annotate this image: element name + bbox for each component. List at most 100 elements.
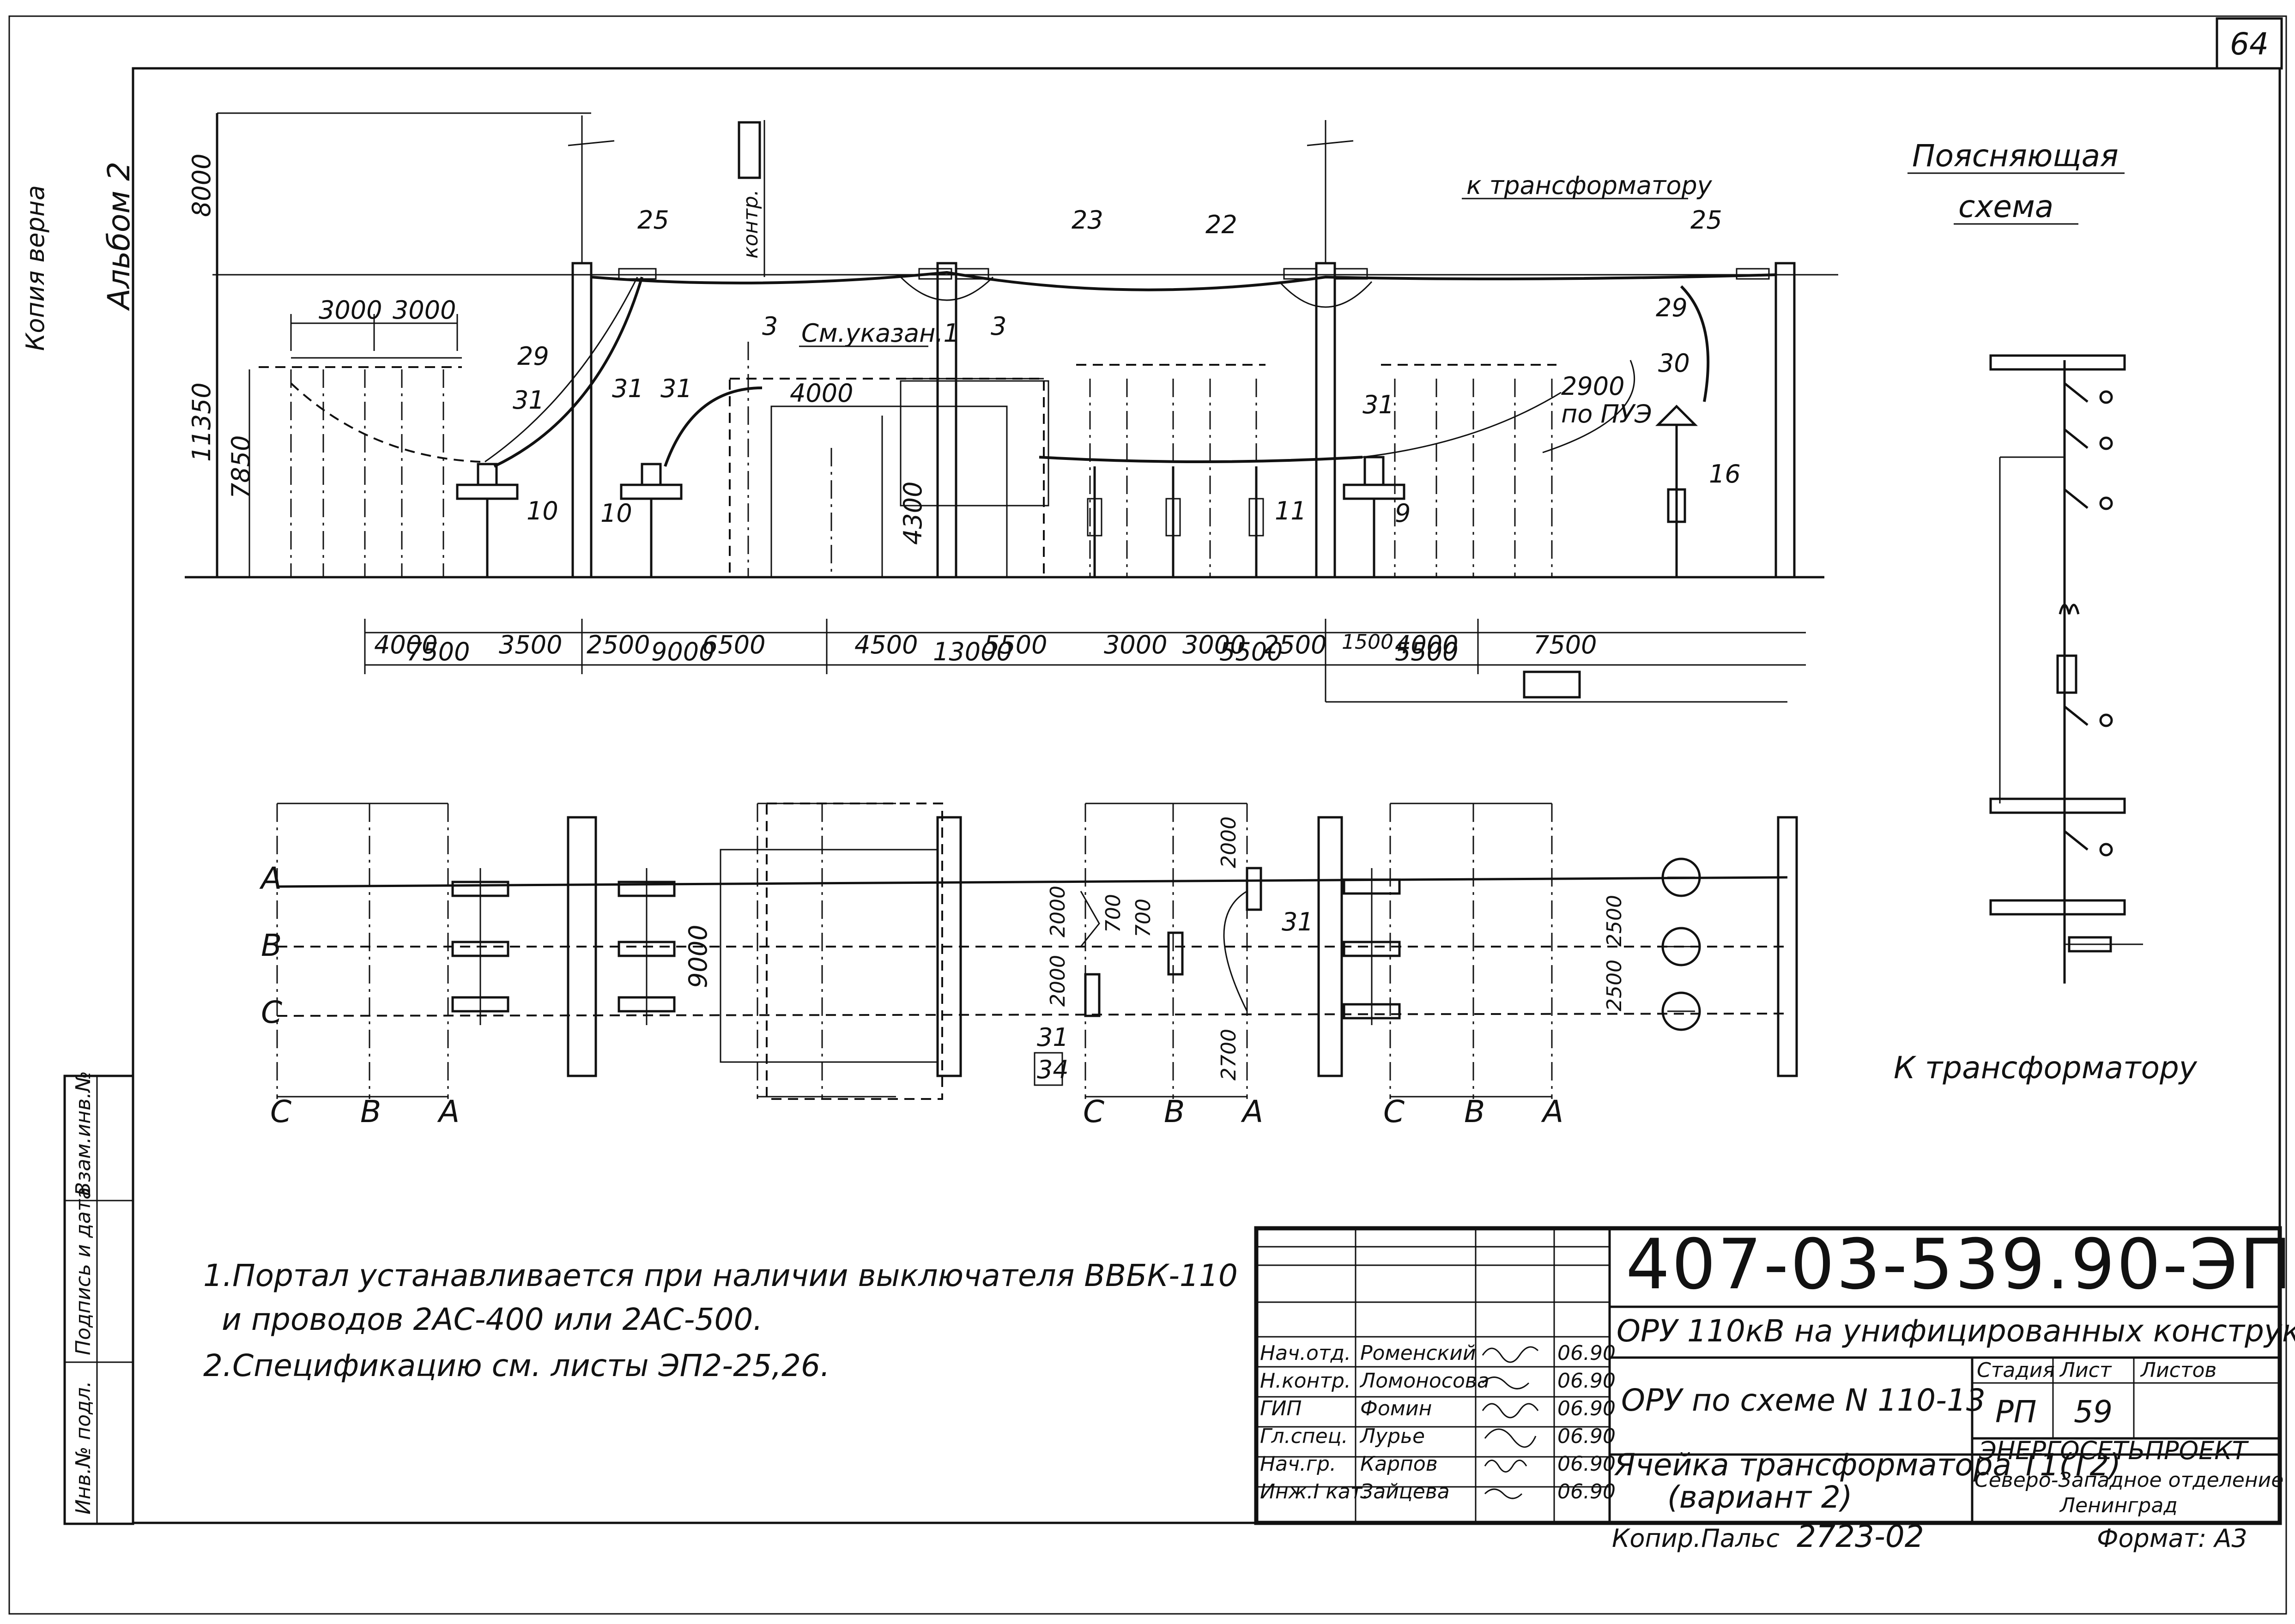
plan-center-apparatus (1080, 867, 1262, 1017)
phase-b-label: B (261, 928, 282, 963)
plan-dim-2500-b: 2500 (1603, 960, 1626, 1011)
dim-3000-a: 3000 (319, 296, 382, 325)
paper-format: Формат: А3 (2097, 1524, 2247, 1553)
plan-portal-3 (1317, 816, 1343, 1077)
to-transformer-note: к трансформатору (1466, 171, 1713, 200)
signature-4 (1484, 1428, 1537, 1448)
scheme-bus-top (1989, 354, 2126, 371)
signature-3 (1482, 1403, 1539, 1419)
general-notes: 1.Портал устанавливается при наличии вык… (203, 1258, 1238, 1383)
phase-c-line (277, 1013, 1788, 1017)
surge-arrester (1655, 404, 1698, 577)
dim-r1-1: 4000 (374, 630, 437, 659)
date-1: 06.90 (1557, 1341, 1616, 1365)
sheets-header: Листов (2140, 1358, 2216, 1382)
callout-30: 30 (1658, 349, 1690, 378)
callout-23: 23 (1072, 205, 1103, 235)
signature-2 (1482, 1376, 1530, 1389)
inner-frame (132, 67, 2281, 1524)
dim-r1-7: 3000 (1104, 630, 1167, 659)
sheet-title-2: (вариант 2) (1667, 1479, 1853, 1515)
dim-r1-11: 7500 (1533, 630, 1597, 659)
callout-11: 11 (1275, 496, 1307, 525)
portal-2 (936, 262, 957, 579)
callout-31-d: 31 (1362, 390, 1394, 419)
portal-4 (1774, 262, 1796, 579)
dim-r2-5: 1500 (1342, 630, 1393, 654)
phase-a-label: A (259, 861, 282, 896)
left-disconnector-group: 3000 3000 (259, 296, 683, 577)
stage-value: РП (1995, 1394, 2036, 1430)
bottom-a-3: A (1541, 1094, 1563, 1129)
scheme-footer: К трансформатору (1894, 1050, 2198, 1086)
control-note: контр. (739, 189, 763, 259)
see-note-1: См.указан.1 (801, 319, 959, 348)
name-1: Роменский (1360, 1341, 1476, 1365)
top-marker-box (738, 121, 761, 179)
by-pue-note: по ПУЭ (1561, 399, 1652, 429)
dim-r2-3: 13000 (933, 637, 1012, 666)
height-11350: 11350 (187, 382, 216, 462)
phase-c-label: C (261, 995, 282, 1030)
right-disconnector-group (1343, 364, 1556, 577)
plan-left-disconnectors (451, 868, 676, 1025)
name-4: Лурье (1359, 1425, 1425, 1448)
plan-dim-700-a: 700 (1102, 894, 1125, 933)
transformer-bushings (1661, 857, 1701, 1031)
bottom-c-1: C (270, 1094, 291, 1129)
plan-right-disconnectors (1343, 868, 1401, 1025)
scheme-breaker (2056, 654, 2077, 694)
insulator-string-left (618, 268, 657, 280)
project-title: ОРУ 110кВ на унифицированных конструкция… (1617, 1313, 2295, 1349)
side-stamp: Инв.№ подл. Подпись и дата Взам.инв.№ (63, 1071, 134, 1525)
blank-box (1523, 670, 1581, 699)
dim-r1-2: 3500 (499, 630, 562, 659)
bottom-b-1: B (360, 1094, 381, 1129)
callout-31-b: 31 (612, 374, 644, 403)
date-2: 06.90 (1557, 1369, 1616, 1393)
dim-r2-2: 9000 (651, 637, 715, 666)
explanatory-scheme: Поясняющая схема К трансформатору (1894, 138, 2198, 1086)
dim-r2-6: 5500 (1395, 637, 1458, 666)
dim-4000-breaker: 4000 (790, 379, 853, 408)
scheme-bus-mid (1989, 797, 2126, 814)
plan-dim-2700: 2700 (1217, 1029, 1241, 1081)
dim-3000-b: 3000 (393, 296, 456, 325)
role-3: ГИП (1260, 1397, 1302, 1420)
plan-dim-2500-a: 2500 (1603, 895, 1626, 947)
portal-3 (1307, 120, 1354, 579)
plan-callout-31-b: 31 (1037, 1023, 1069, 1052)
subtitle: ОРУ по схеме N 110-13 (1621, 1383, 1986, 1418)
dim-r1-10: 4000 (1395, 630, 1458, 659)
dim-r1-3: 2500 (587, 630, 650, 659)
date-3: 06.90 (1557, 1397, 1616, 1420)
plan-callout-34: 34 (1037, 1055, 1069, 1084)
height-8000: 8000 (187, 154, 216, 217)
callout-29-right: 29 (1656, 293, 1688, 322)
dim-2900: 2900 (1561, 372, 1624, 401)
plan-dim-2000-b: 2000 (1046, 886, 1070, 937)
org-name: ЭНЕРГОСЕТЬПРОЕКТ (1979, 1436, 2249, 1465)
bottom-a-1: A (437, 1094, 460, 1129)
callout-9: 9 (1395, 499, 1411, 528)
overhead-wire (591, 271, 1776, 291)
dim-r2-4: 5500 (1219, 637, 1283, 666)
scheme-bus-bottom (1989, 899, 2126, 916)
dim-r1-9: 2500 (1263, 630, 1326, 659)
callout-16: 16 (1709, 459, 1741, 489)
plan-callout-31-a: 31 (1282, 907, 1314, 936)
document-code: 407-03-539.90-ЭП2 (1626, 1225, 2295, 1305)
page-number: 64 (2230, 26, 2269, 62)
dim-r1-6: 5500 (984, 630, 1047, 659)
org-city: Ленинград (2059, 1494, 2178, 1517)
name-3: Фомин (1360, 1397, 1432, 1420)
callout-25-left: 25 (637, 205, 669, 235)
plan-dim-700-b: 700 (1132, 899, 1155, 937)
plan-dim-2000-a: 2000 (1217, 816, 1241, 868)
callout-31-c: 31 (660, 374, 692, 403)
note-1-cont: и проводов 2АС-400 или 2АС-500. (222, 1302, 763, 1337)
callout-3-a: 3 (762, 312, 778, 341)
title-block: 407-03-539.90-ЭП2 ОРУ 110кВ на унифициро… (1254, 1225, 2295, 1554)
